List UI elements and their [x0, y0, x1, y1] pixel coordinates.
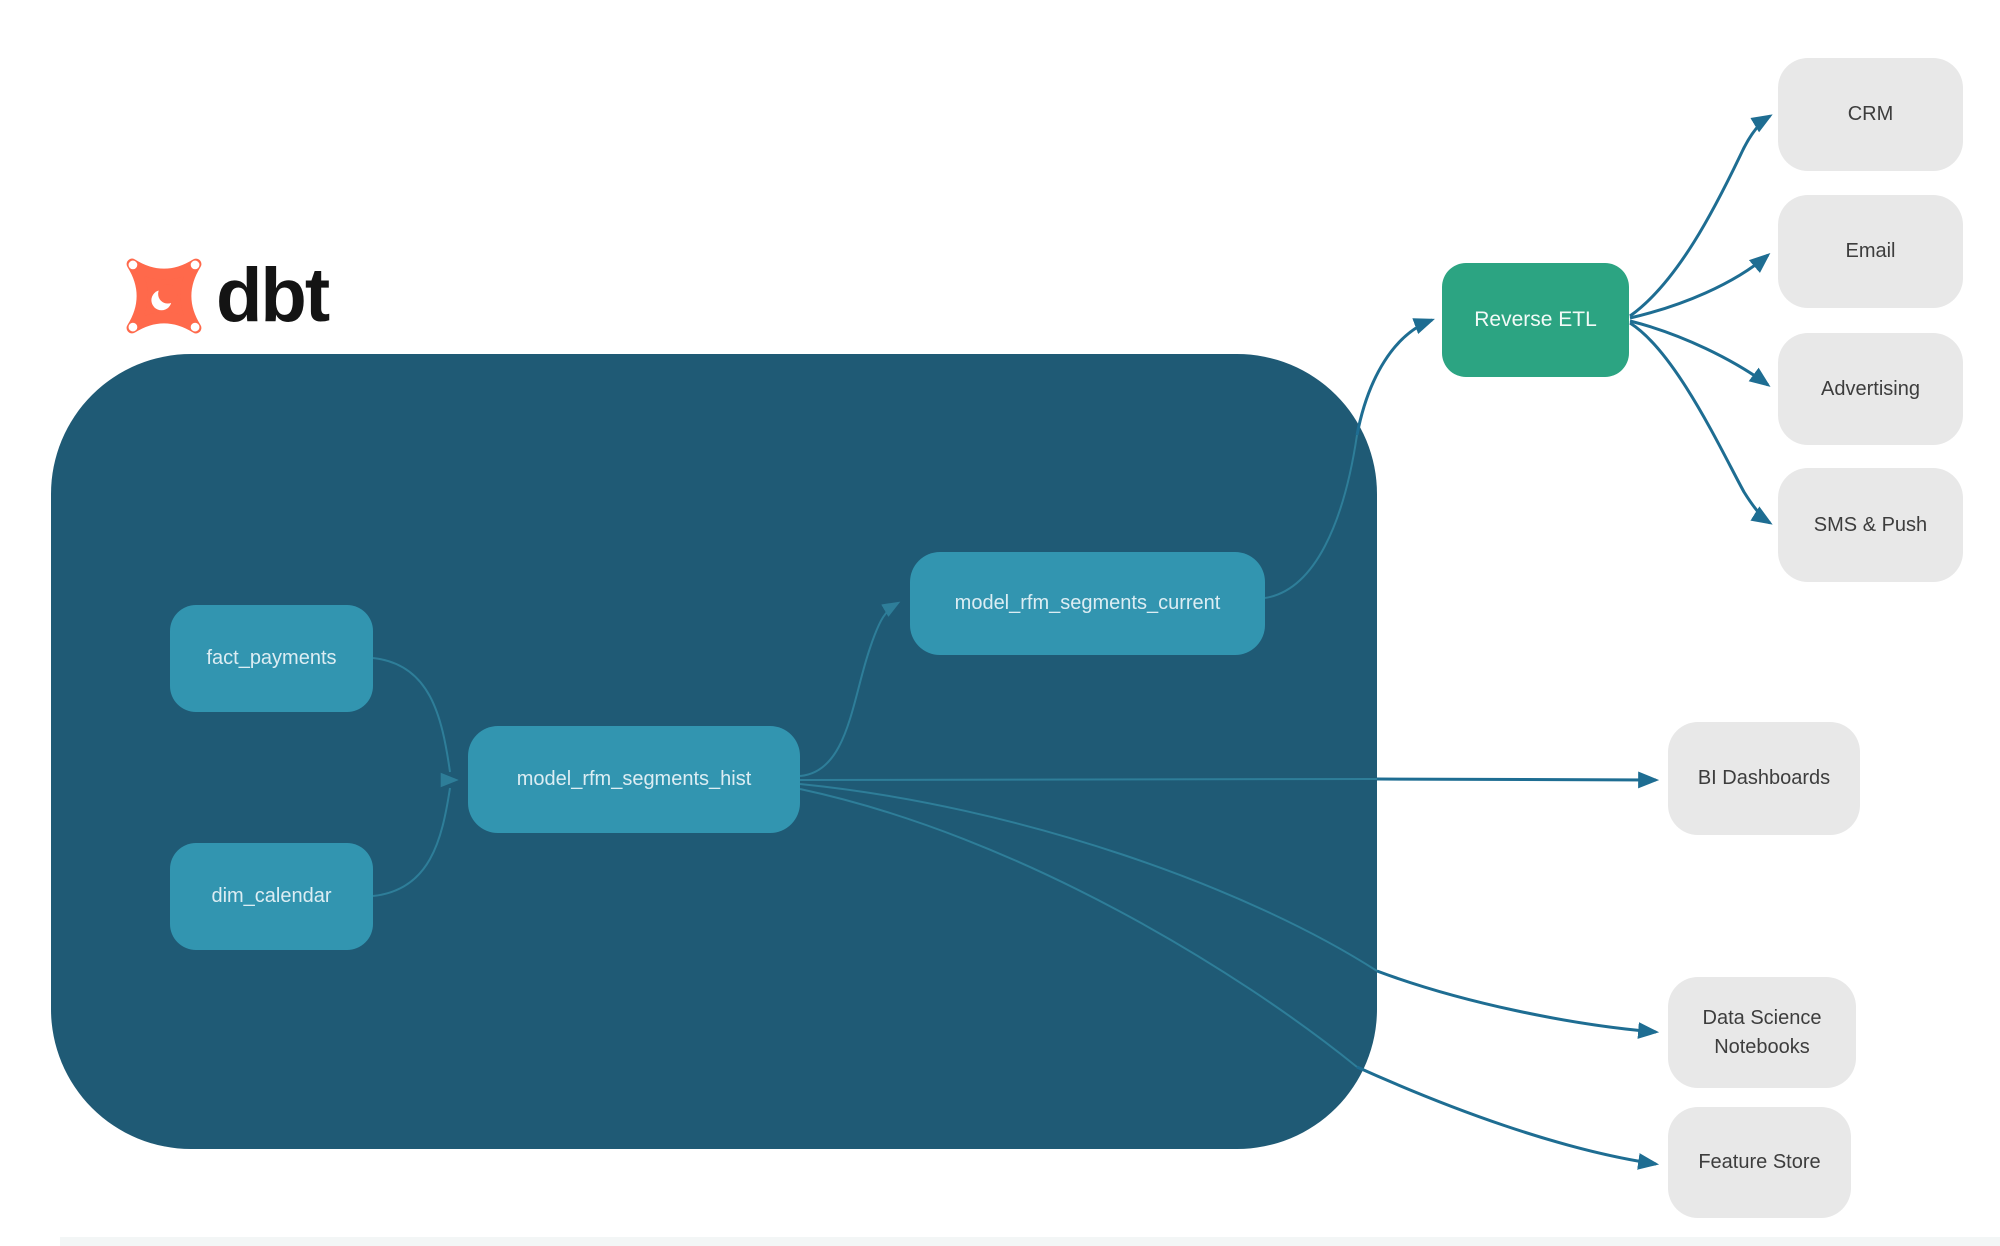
- edge-reverse-etl-to-crm: [1629, 114, 1773, 318]
- dbt-star-icon: [126, 258, 202, 334]
- edge-reverse-etl-to-sms-push: [1629, 321, 1773, 525]
- node-reverse-etl[interactable]: Reverse ETL: [1442, 263, 1629, 377]
- node-label: model_rfm_segments_current: [954, 592, 1221, 614]
- node-label: SMS & Push: [1813, 513, 1928, 536]
- node-feature-store[interactable]: Feature Store: [1668, 1107, 1851, 1218]
- node-fact-payments[interactable]: fact_payments: [170, 605, 373, 712]
- node-label: Advertising: [1821, 377, 1920, 400]
- edge-hist-to-featurestore: [1356, 1065, 1660, 1170]
- node-sms-push[interactable]: SMS & Push: [1778, 468, 1963, 582]
- node-label: Email: [1845, 240, 1896, 262]
- node-advertising[interactable]: Advertising: [1778, 333, 1963, 445]
- node-label: Data Science Notebooks: [1702, 1006, 1822, 1058]
- dbt-logo: dbt: [122, 253, 330, 338]
- node-crm[interactable]: CRM: [1778, 58, 1963, 171]
- node-dim-calendar[interactable]: dim_calendar: [170, 843, 373, 950]
- edge-reverse-etl-to-advertising: [1629, 319, 1771, 387]
- bottom-strip: [60, 1237, 2000, 1246]
- node-label: Feature Store: [1698, 1151, 1821, 1173]
- node-label: fact_payments: [206, 647, 337, 669]
- node-model-rfm-segments-hist[interactable]: model_rfm_segments_hist: [468, 726, 800, 833]
- node-data-science-notebooks[interactable]: Data Science Notebooks: [1668, 977, 1856, 1088]
- edge-hist-to-bi-dashboards: [1376, 771, 1660, 789]
- node-label: CRM: [1847, 103, 1894, 125]
- node-label: Reverse ETL: [1474, 308, 1597, 331]
- node-label: BI Dashboards: [1697, 767, 1831, 789]
- dbt-wordmark: dbt: [216, 253, 330, 338]
- node-label: dim_calendar: [211, 885, 332, 907]
- edge-hist-to-datascience: [1376, 969, 1660, 1039]
- node-label: model_rfm_segments_hist: [516, 768, 752, 790]
- node-email[interactable]: Email: [1778, 195, 1963, 308]
- node-bi-dashboards[interactable]: BI Dashboards: [1668, 722, 1860, 835]
- edge-reverse-etl-to-email: [1629, 252, 1771, 320]
- edge-current-to-reverse-etl: [1355, 318, 1435, 436]
- node-model-rfm-segments-current[interactable]: model_rfm_segments_current: [910, 552, 1265, 655]
